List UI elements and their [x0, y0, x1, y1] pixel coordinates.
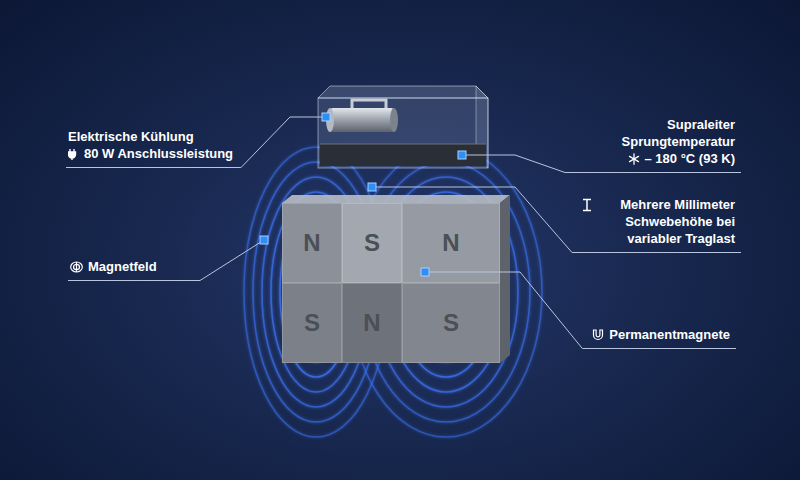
callout-heading: Permanentmagnete — [609, 326, 730, 343]
plug-icon — [68, 148, 79, 160]
callout-row: Magnetfeld — [70, 258, 157, 275]
callout-markers — [260, 113, 466, 276]
callout-cooling: Elektrische Kühlung 80 W Anschlussleistu… — [68, 128, 233, 162]
pole-letter: S — [443, 309, 459, 337]
callout-levitation: Mehrere Millimeter Schwebehöhe bei varia… — [582, 196, 735, 247]
pole-letter: N — [442, 229, 459, 257]
callout-row: Mehrere Millimeter Schwebehöhe bei varia… — [582, 196, 735, 247]
magnet-block: S — [282, 283, 342, 363]
magnetic-field — [244, 147, 542, 437]
magnet-block: S — [402, 283, 500, 363]
magnet-top-face — [282, 195, 510, 363]
callout-magnets: Permanentmagnete — [592, 326, 730, 343]
snowflake-icon — [628, 153, 640, 165]
leader-line — [425, 272, 582, 349]
callout-value: 80 W Anschlussleistung — [84, 145, 233, 162]
height-icon — [582, 198, 592, 212]
callout-heading: Mehrere Millimeter Schwebehöhe bei varia… — [597, 196, 735, 247]
leader-lines — [66, 117, 741, 349]
magnet-icon — [592, 329, 604, 341]
cryostat — [318, 86, 488, 168]
callout-heading: Supraleiter Sprungtemperatur — [575, 116, 735, 150]
pole-letter: S — [304, 309, 320, 337]
callout-field: Magnetfeld — [70, 258, 157, 275]
magnet-block: N — [402, 203, 500, 283]
label-underline — [582, 348, 736, 349]
magnet-block: N — [342, 283, 402, 363]
label-underline — [565, 172, 741, 173]
magnet-block: S — [342, 203, 402, 283]
magnet-block: N — [282, 203, 342, 283]
leader-line — [462, 155, 565, 173]
pole-letter: N — [303, 229, 320, 257]
callout-value: – 180 °C (93 K) — [645, 150, 735, 167]
pole-letter: S — [364, 229, 380, 257]
pole-letter: N — [363, 309, 380, 337]
field-icon — [70, 261, 83, 273]
callout-row: Permanentmagnete — [592, 326, 730, 343]
label-underline — [572, 252, 741, 253]
callout-row: 80 W Anschlussleistung — [68, 145, 233, 162]
label-underline — [68, 280, 200, 281]
callout-row: – 180 °C (93 K) — [575, 150, 735, 167]
callout-superconductor: Supraleiter Sprungtemperatur – 180 °C (9… — [575, 116, 735, 167]
label-underline — [66, 167, 241, 168]
callout-heading: Magnetfeld — [88, 258, 157, 275]
leader-line — [372, 187, 572, 253]
leader-line — [241, 117, 326, 168]
field-line — [386, 192, 506, 392]
leader-line — [200, 240, 264, 281]
callout-heading: Elektrische Kühlung — [68, 128, 233, 145]
